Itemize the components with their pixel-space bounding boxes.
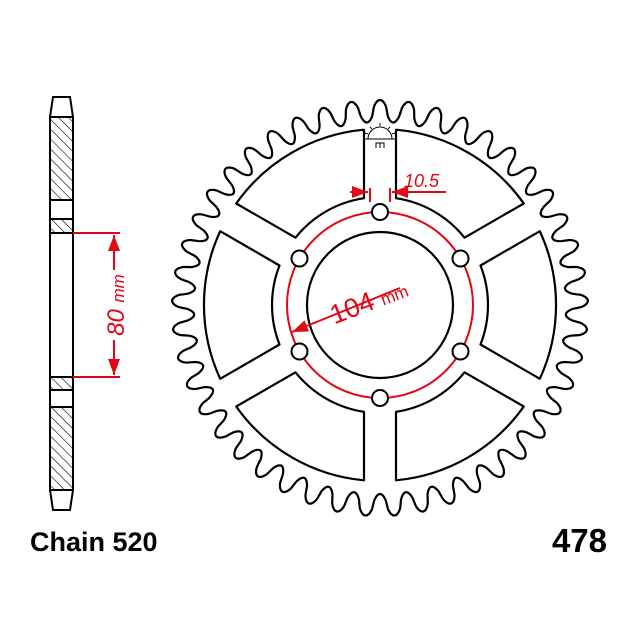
side-profile — [49, 96, 74, 511]
chain-label: Chain 520 — [30, 527, 158, 557]
sun-logo-icon — [364, 123, 396, 148]
bolt-hole — [290, 342, 309, 361]
window-cutout — [202, 230, 281, 380]
window-cutout — [235, 371, 366, 482]
window-cutout — [479, 230, 558, 380]
window-cutout — [394, 128, 525, 239]
bolt-hole — [371, 389, 389, 407]
bolt-hole-label: 10.5 — [404, 171, 440, 191]
bolt-hole — [451, 249, 470, 268]
bore-dimension — [73, 232, 120, 378]
lightening-windows — [202, 128, 558, 482]
bolt-hole — [371, 203, 389, 221]
bolt-hole-dimension — [350, 186, 446, 202]
window-cutout — [235, 128, 366, 239]
bolt-hole — [290, 249, 309, 268]
bolt-holes — [290, 203, 470, 407]
bore-dimension-label: 80 mm — [103, 274, 130, 336]
center-bore — [305, 230, 455, 380]
bolt-hole — [451, 342, 470, 361]
bolt-circle-leader — [291, 287, 401, 333]
window-cutout — [394, 371, 525, 482]
part-number: 478 — [551, 522, 607, 559]
